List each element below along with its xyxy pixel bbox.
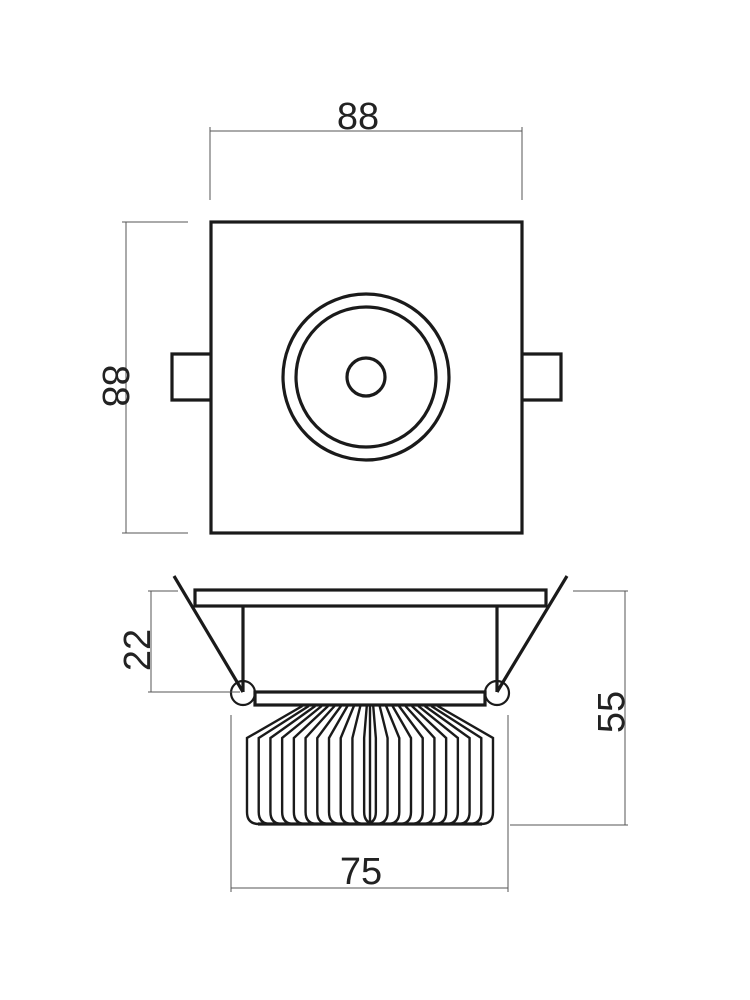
total-height-dimension-label: 55 <box>591 691 633 733</box>
left-clip <box>170 352 211 402</box>
mounting-plate <box>253 690 487 707</box>
inner-ring <box>294 305 438 449</box>
heatsink <box>245 704 495 826</box>
heatsink-fin <box>327 705 349 826</box>
right-clip <box>522 352 563 402</box>
height-dimension-label: 88 <box>94 365 136 407</box>
diameter-dimension-label: 75 <box>340 851 382 893</box>
outer-ring <box>281 292 451 462</box>
left-spring-clip <box>172 575 245 693</box>
flange <box>193 588 548 608</box>
right-spring-clip <box>495 575 569 693</box>
top-view: 88 88 <box>94 96 563 535</box>
heatsink-fin <box>437 704 495 826</box>
square-trim <box>209 220 524 535</box>
side-view: 22 55 75 <box>117 575 633 893</box>
heatsink-fin <box>280 705 323 826</box>
heatsink-fin <box>375 705 389 826</box>
heatsink-fin <box>391 705 413 826</box>
heatsink-fin <box>417 705 460 826</box>
depth-dimension-label: 22 <box>117 629 159 671</box>
led-lens <box>345 356 387 398</box>
width-dimension-label: 88 <box>337 96 379 138</box>
heatsink-fin <box>245 704 303 826</box>
heatsink-fin <box>351 705 365 826</box>
